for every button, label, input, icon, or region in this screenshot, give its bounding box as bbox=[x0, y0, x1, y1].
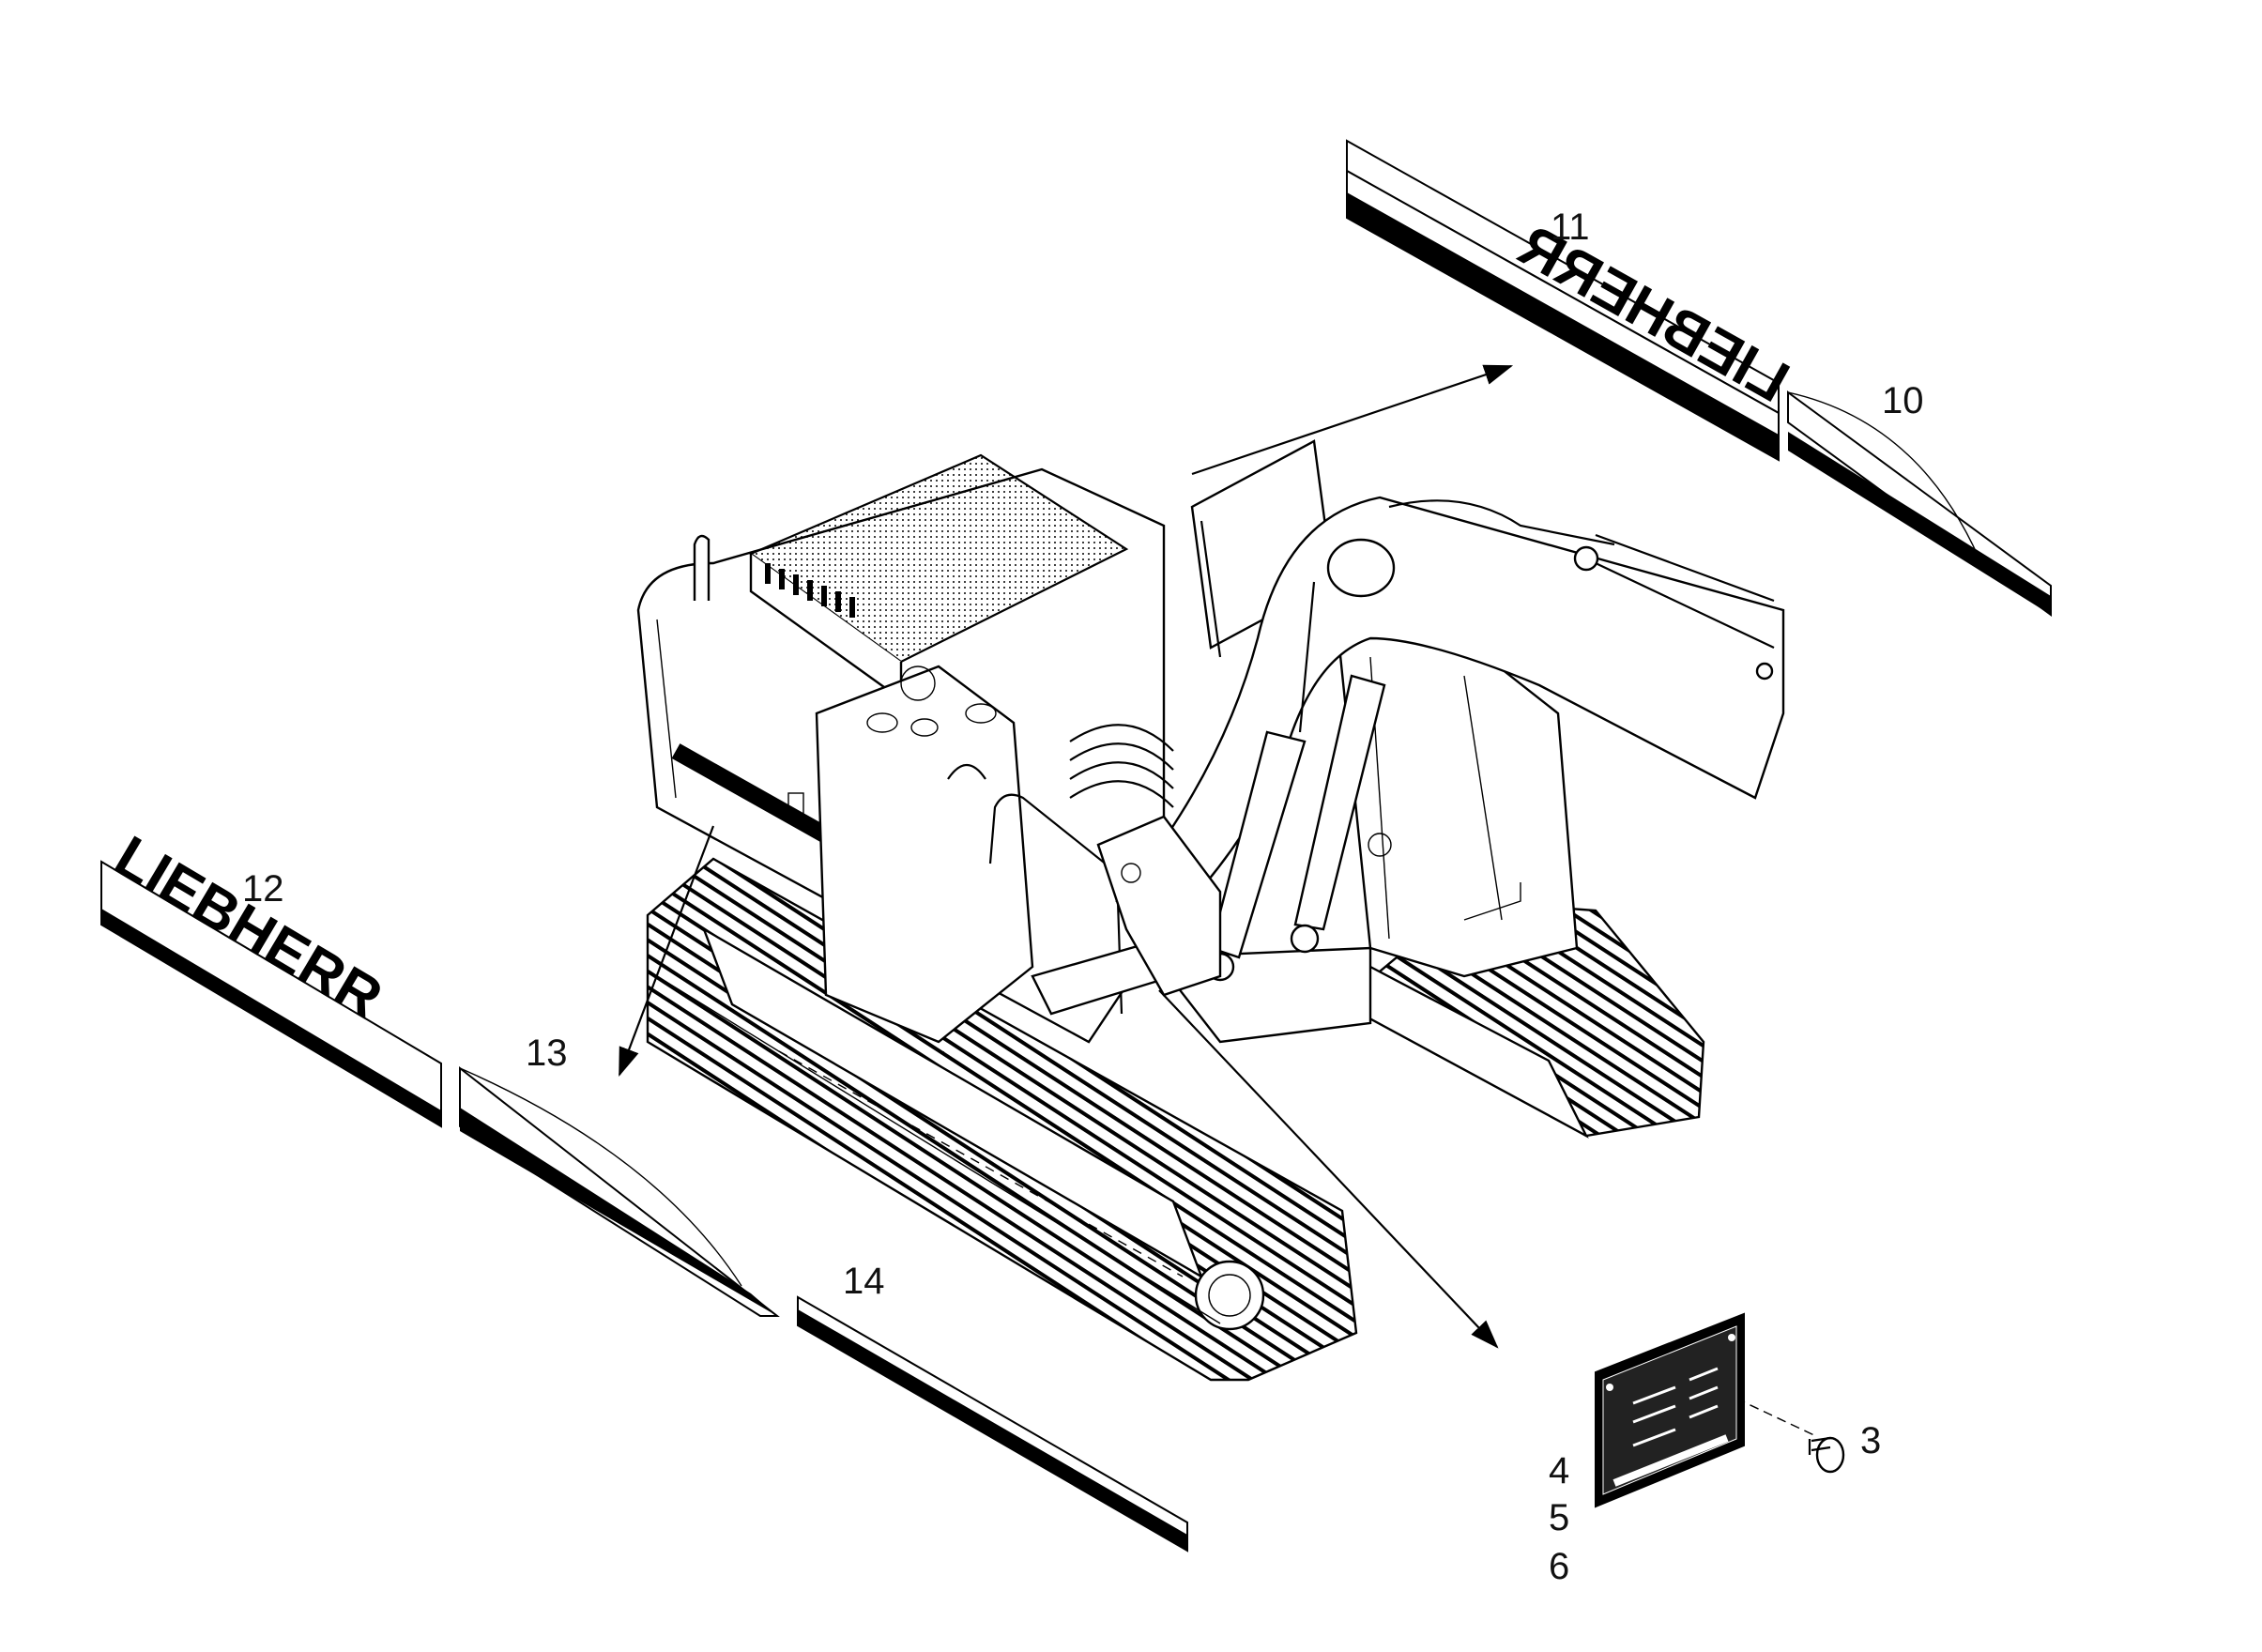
callout-4: 4 bbox=[1549, 1450, 1569, 1491]
vent-slots bbox=[765, 563, 855, 618]
upper-carriage bbox=[636, 453, 1175, 1044]
excavator-illustration bbox=[636, 439, 1785, 1382]
screw-icon bbox=[1808, 1436, 1845, 1474]
callout-5: 5 bbox=[1549, 1497, 1569, 1538]
callout-10: 10 bbox=[1882, 380, 1924, 421]
decal-11-liebherr-mirrored: LIEBHERR bbox=[1346, 139, 1799, 462]
callout-13: 13 bbox=[526, 1032, 568, 1074]
decal-13-stripe bbox=[459, 1065, 780, 1317]
callout-labels: 11 10 12 13 14 3 4 5 6 bbox=[242, 206, 1924, 1587]
hydraulic-hoses bbox=[1069, 724, 1174, 808]
leader-arrows bbox=[618, 364, 1817, 1437]
callout-3: 3 bbox=[1860, 1420, 1881, 1461]
callout-11: 11 bbox=[1551, 206, 1590, 248]
decal-10-stripe bbox=[1787, 390, 2052, 617]
callout-14: 14 bbox=[843, 1261, 885, 1302]
decal-14-stripe bbox=[797, 1295, 1188, 1553]
nameplate bbox=[1595, 1312, 1745, 1508]
callout-6: 6 bbox=[1549, 1546, 1569, 1587]
callout-12: 12 bbox=[242, 868, 284, 910]
